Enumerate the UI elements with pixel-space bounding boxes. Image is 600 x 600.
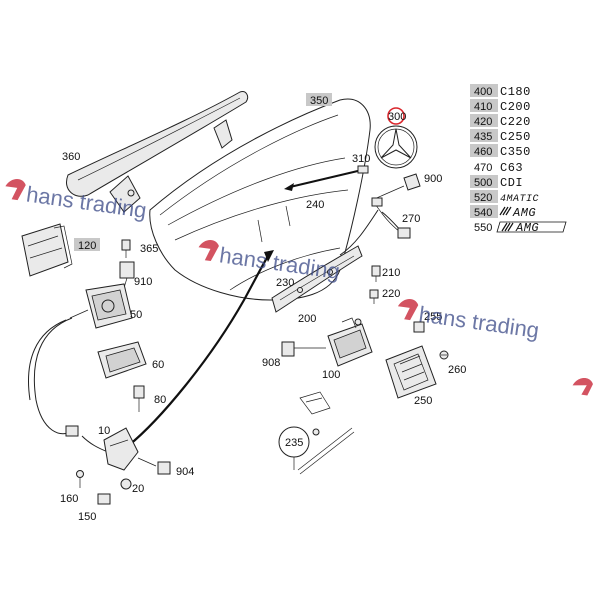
callout-270: 270 (402, 213, 420, 225)
legend-model-400: C180 (500, 85, 531, 99)
callout-350-box (306, 93, 332, 106)
bolts-210-220 (369, 265, 381, 304)
legend-435-box (470, 129, 498, 142)
legend-code-400: 400 (474, 86, 492, 98)
screw-260 (439, 350, 449, 360)
legend-model-420: C220 (500, 115, 531, 129)
callout-350: 350 (310, 95, 328, 107)
callout-310: 310 (352, 153, 370, 165)
amg-stripes-540 (499, 206, 512, 216)
callout-904: 904 (176, 466, 194, 478)
legend-400-box (470, 84, 498, 97)
legend-code-420: 420 (474, 116, 492, 128)
callout-255: 255 (424, 311, 442, 323)
latch-mechanism (103, 427, 171, 475)
legend-model-470: C63 (500, 161, 523, 175)
callout-160: 160 (60, 493, 78, 505)
callout-210: 210 (382, 267, 400, 279)
legend-540-box (470, 205, 498, 218)
housing-60 (97, 341, 147, 379)
callout-260: 260 (448, 364, 466, 376)
rear-spoiler (66, 91, 249, 213)
callout-250: 250 (414, 395, 432, 407)
legend-code-435: 435 (474, 131, 492, 143)
model-legend: 400 C180 410 C200 420 C220 435 C250 460 … (470, 84, 567, 235)
legend-520-box (470, 190, 498, 203)
cable-10 (127, 250, 274, 447)
callout-labels: 360 350 300 310 900 240 270 120 365 910 … (60, 93, 466, 523)
legend-410-box (470, 99, 498, 112)
legend-code-410: 410 (474, 101, 492, 113)
callout-60: 60 (152, 359, 164, 371)
legend-model-500: CDI (500, 176, 523, 190)
legend-460-box (470, 144, 498, 157)
callout-235: 235 (285, 437, 303, 449)
legend-code-500: 500 (474, 177, 492, 189)
callout-120-box (74, 238, 100, 251)
callout-20: 20 (132, 483, 144, 495)
watermark-logo-icon (397, 298, 419, 321)
actuator-50 (69, 283, 133, 329)
callout-900: 900 (424, 173, 442, 185)
callout-910: 910 (134, 276, 152, 288)
watermark-logo-icon (5, 178, 26, 201)
harness-270 (339, 197, 411, 256)
callout-240: 240 (306, 199, 324, 211)
callout-300: 300 (388, 111, 406, 123)
release-cable-left (28, 317, 109, 453)
legend-model-520: 4MATIC (500, 194, 539, 205)
legend-model-460: C350 (500, 145, 531, 159)
callout-120: 120 (78, 240, 96, 252)
part-910 (119, 261, 135, 289)
watermark-2: hans trading (198, 239, 341, 284)
small-parts-20-150-160 (76, 470, 132, 505)
watermark-logo-icon (572, 378, 593, 396)
screw-365 (121, 239, 131, 258)
amg-badge-550 (496, 221, 567, 233)
watermark-text-3: hans trading (417, 301, 540, 343)
legend-model-410: C200 (500, 100, 531, 114)
callout-230: 230 (276, 277, 294, 289)
legend-code-550: 550 (474, 222, 492, 234)
callout-365: 365 (140, 243, 158, 255)
callout-220: 220 (382, 288, 400, 300)
legend-code-540: 540 (474, 207, 492, 219)
callout-150: 150 (78, 511, 96, 523)
seal-235 (278, 391, 355, 475)
legend-model-550: AMG (515, 221, 539, 235)
handle-strip-200 (271, 245, 363, 313)
callout-50: 50 (130, 309, 142, 321)
legend-420-box (470, 114, 498, 127)
legend-code-460: 460 (474, 146, 492, 158)
legend-code-470: 470 (474, 162, 492, 174)
highlight-circle-300 (387, 107, 405, 125)
release-cable-310 (284, 165, 369, 191)
legend-model-435: C250 (500, 130, 531, 144)
part-908 (281, 341, 326, 357)
legend-code-520: 520 (474, 192, 492, 204)
callout-908: 908 (262, 357, 280, 369)
callout-10: 10 (98, 425, 110, 437)
legend-model-540: AMG (512, 206, 536, 220)
callout-200: 200 (298, 313, 316, 325)
legend-500-box (470, 175, 498, 188)
clip-255 (413, 321, 425, 333)
callout-80: 80 (154, 394, 166, 406)
camera-module-100 (327, 317, 373, 367)
callout-360: 360 (62, 151, 80, 163)
lock-cylinder-120 (21, 223, 73, 277)
bolt-80 (133, 385, 145, 412)
plate-lamp-250 (385, 345, 437, 399)
star-emblem (374, 125, 418, 169)
watermark-logo-icon (198, 239, 219, 262)
callout-100: 100 (322, 369, 340, 381)
